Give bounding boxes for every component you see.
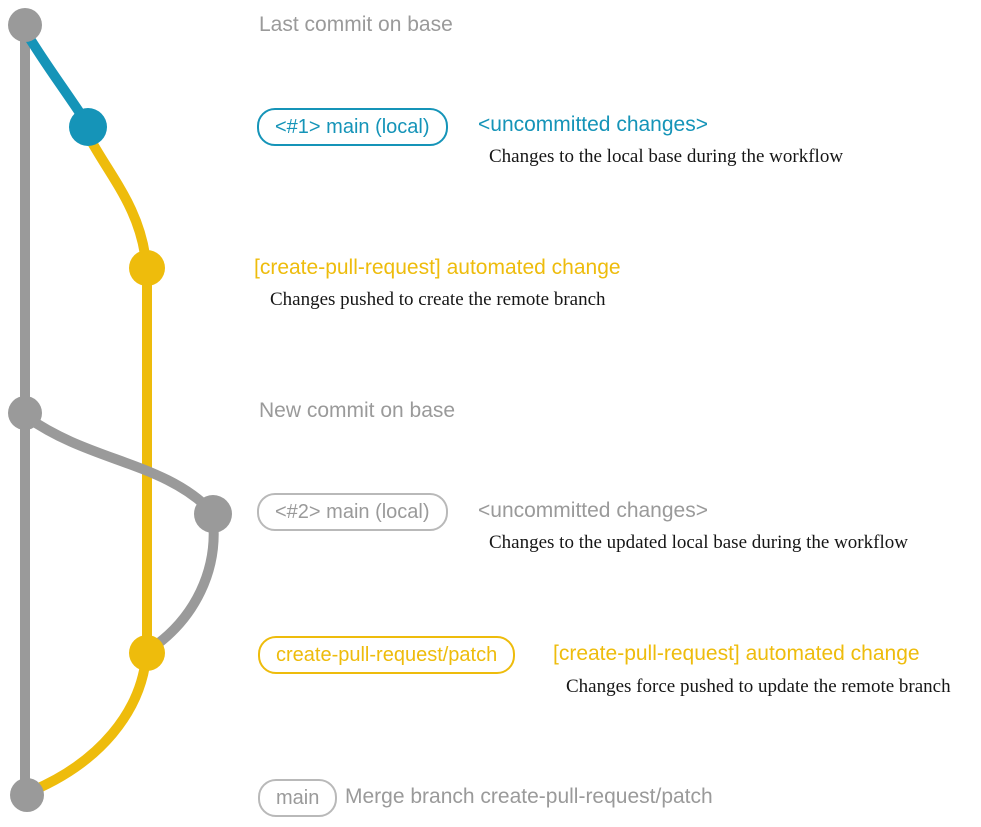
branch-badge-main-1: <#1> main (local) bbox=[257, 108, 448, 146]
note-local-base-changes-2: Changes to the updated local base during… bbox=[489, 532, 908, 553]
commit-merge bbox=[10, 778, 44, 812]
edge-main2-to-patch2 bbox=[147, 515, 219, 653]
label-merge-branch: Merge branch create-pull-request/patch bbox=[345, 785, 713, 808]
heading-automated-change-1: [create-pull-request] automated change bbox=[254, 256, 621, 279]
edge-main1-to-patch1 bbox=[84, 132, 151, 267]
note-pushed-to-create: Changes pushed to create the remote bran… bbox=[270, 289, 606, 310]
commit-main-2 bbox=[194, 495, 232, 533]
label-new-commit-on-base: New commit on base bbox=[259, 399, 456, 422]
branch-badge-main-2: <#2> main (local) bbox=[257, 493, 448, 531]
note-force-pushed: Changes force pushed to update the remot… bbox=[566, 676, 951, 697]
heading-automated-change-2: [create-pull-request] automated change bbox=[553, 642, 920, 665]
edge-patch2-to-base bbox=[27, 653, 151, 796]
note-local-base-changes-1: Changes to the local base during the wor… bbox=[489, 146, 844, 167]
commit-patch-2 bbox=[129, 635, 165, 671]
commit-last-on-base bbox=[8, 8, 42, 42]
edge-base-to-main2 bbox=[22, 412, 217, 517]
commit-new-on-base bbox=[8, 396, 42, 430]
branch-badge-main-merge: main bbox=[258, 779, 338, 817]
branch-badge-patch: create-pull-request/patch bbox=[258, 636, 516, 674]
commit-patch-1 bbox=[129, 250, 165, 286]
heading-uncommitted-changes-2: <uncommitted changes> bbox=[478, 499, 708, 522]
git-graph bbox=[8, 8, 232, 812]
heading-uncommitted-changes-1: <uncommitted changes> bbox=[478, 113, 708, 136]
label-last-commit-on-base: Last commit on base bbox=[259, 13, 453, 36]
commit-main-1 bbox=[69, 108, 107, 146]
edge-base-to-main1 bbox=[22, 29, 91, 127]
